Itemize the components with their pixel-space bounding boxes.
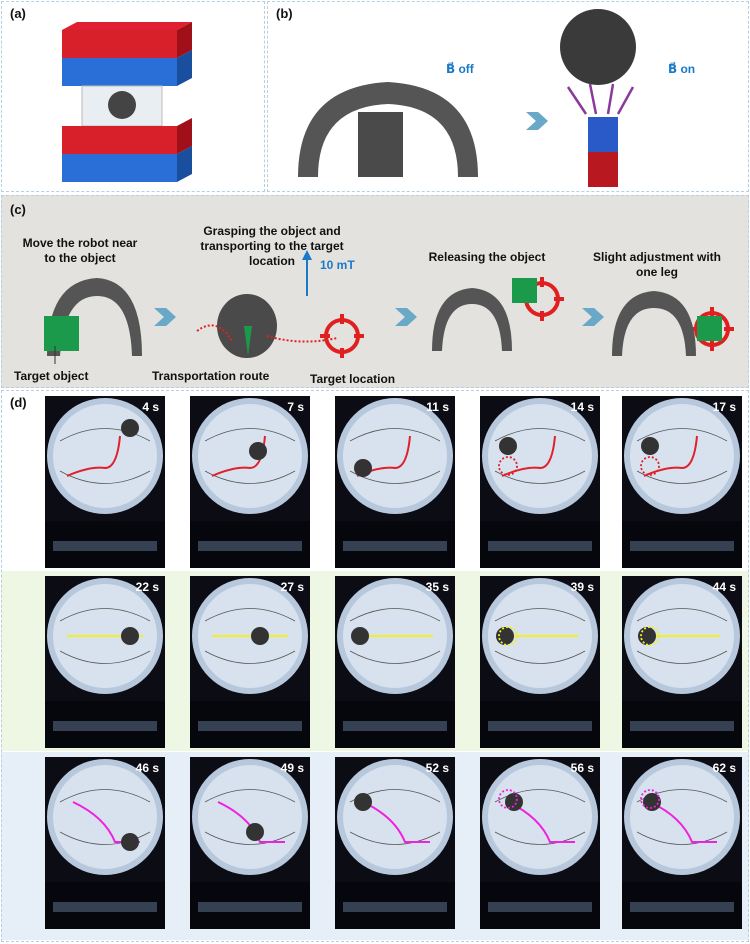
target-object-label: Target object [14, 369, 89, 383]
timestamp-label: 22 s [135, 580, 159, 594]
target-circle [498, 456, 518, 476]
video-frame: 46 s [45, 757, 165, 929]
timestamp-label: 39 s [570, 580, 594, 594]
target-circle [498, 789, 518, 809]
panel-d: (d) [1, 390, 749, 942]
timestamp-label: 49 s [280, 761, 304, 775]
timestamp-label: 56 s [570, 761, 594, 775]
step-2-label: Grasping the object and transporting to … [200, 224, 344, 268]
robot [246, 823, 264, 841]
panel-a-label: (a) [10, 6, 26, 21]
video-frame: 44 s [622, 576, 742, 748]
step-3-label: Releasing the object [428, 250, 546, 264]
video-frame: 49 s [190, 757, 310, 929]
video-frame: 14 s [480, 396, 600, 568]
timestamp-label: 11 s [426, 400, 449, 414]
timestamp-label: 14 s [570, 400, 594, 414]
timestamp-label: 7 s [287, 400, 304, 414]
video-frame: 35 s [335, 576, 455, 748]
robot [643, 793, 661, 811]
timestamp-label: 17 s [712, 400, 736, 414]
transportation-route-label: Transportation route [152, 369, 270, 383]
video-frame: 27 s [190, 576, 310, 748]
video-frame: 56 s [480, 757, 600, 929]
timestamp-label: 46 s [135, 761, 159, 775]
step-1-label: Move the robot near to the object [22, 236, 138, 265]
field-on-label: B⃗ on [668, 62, 696, 76]
target-location-label: Target location [310, 372, 396, 386]
timestamp-label: 44 s [712, 580, 736, 594]
panel-a: (a) [1, 1, 265, 192]
robot [499, 437, 517, 455]
timestamp-label: 27 s [280, 580, 304, 594]
timestamp-label: 35 s [425, 580, 449, 594]
arrow-chevron [395, 308, 417, 326]
target-circle [640, 789, 660, 809]
panel-c-label: (c) [10, 202, 26, 217]
arrow-chevron [154, 308, 176, 326]
video-frame: 22 s [45, 576, 165, 748]
video-frame: 52 s [335, 757, 455, 929]
field-off-label: B⃗ off [446, 62, 474, 76]
target-circle [640, 456, 660, 476]
robot [249, 442, 267, 460]
panel-b: (b) B⃗ off B⃗ on [267, 1, 749, 192]
panel-b-label: (b) [276, 6, 293, 21]
trajectory-path [72, 801, 140, 843]
robot [251, 627, 269, 645]
panel-c: (c) Move the robot near to the object Gr… [1, 195, 749, 388]
robot-open-and-closed-illustration [298, 9, 636, 187]
robot [121, 833, 139, 851]
trajectory-path [66, 435, 121, 477]
field-strength-label: 10 mT [320, 258, 355, 272]
video-frame: 39 s [480, 576, 600, 748]
target-circle [640, 626, 660, 646]
video-frame: 4 s [45, 396, 165, 568]
robot [641, 437, 659, 455]
panel-d-label: (d) [10, 395, 27, 410]
robot [121, 419, 139, 437]
arrow-chevron [526, 112, 548, 130]
robot [121, 627, 139, 645]
video-frame: 11 s [335, 396, 455, 568]
timestamp-label: 62 s [712, 761, 736, 775]
video-frame: 62 s [622, 757, 742, 929]
grasping-sequence-illustration [44, 250, 734, 364]
timestamp-label: 52 s [425, 761, 449, 775]
robot [351, 627, 369, 645]
arrow-chevron [582, 308, 604, 326]
robot [505, 793, 523, 811]
robot [354, 459, 372, 477]
robot [354, 793, 372, 811]
video-frame: 17 s [622, 396, 742, 568]
step-4-label: Slight adjustment with one leg [593, 250, 721, 279]
trajectory-path [217, 801, 285, 843]
target-circle [498, 626, 518, 646]
timestamp-label: 4 s [142, 400, 159, 414]
video-frame: 7 s [190, 396, 310, 568]
magnet-setup-illustration [62, 22, 192, 182]
